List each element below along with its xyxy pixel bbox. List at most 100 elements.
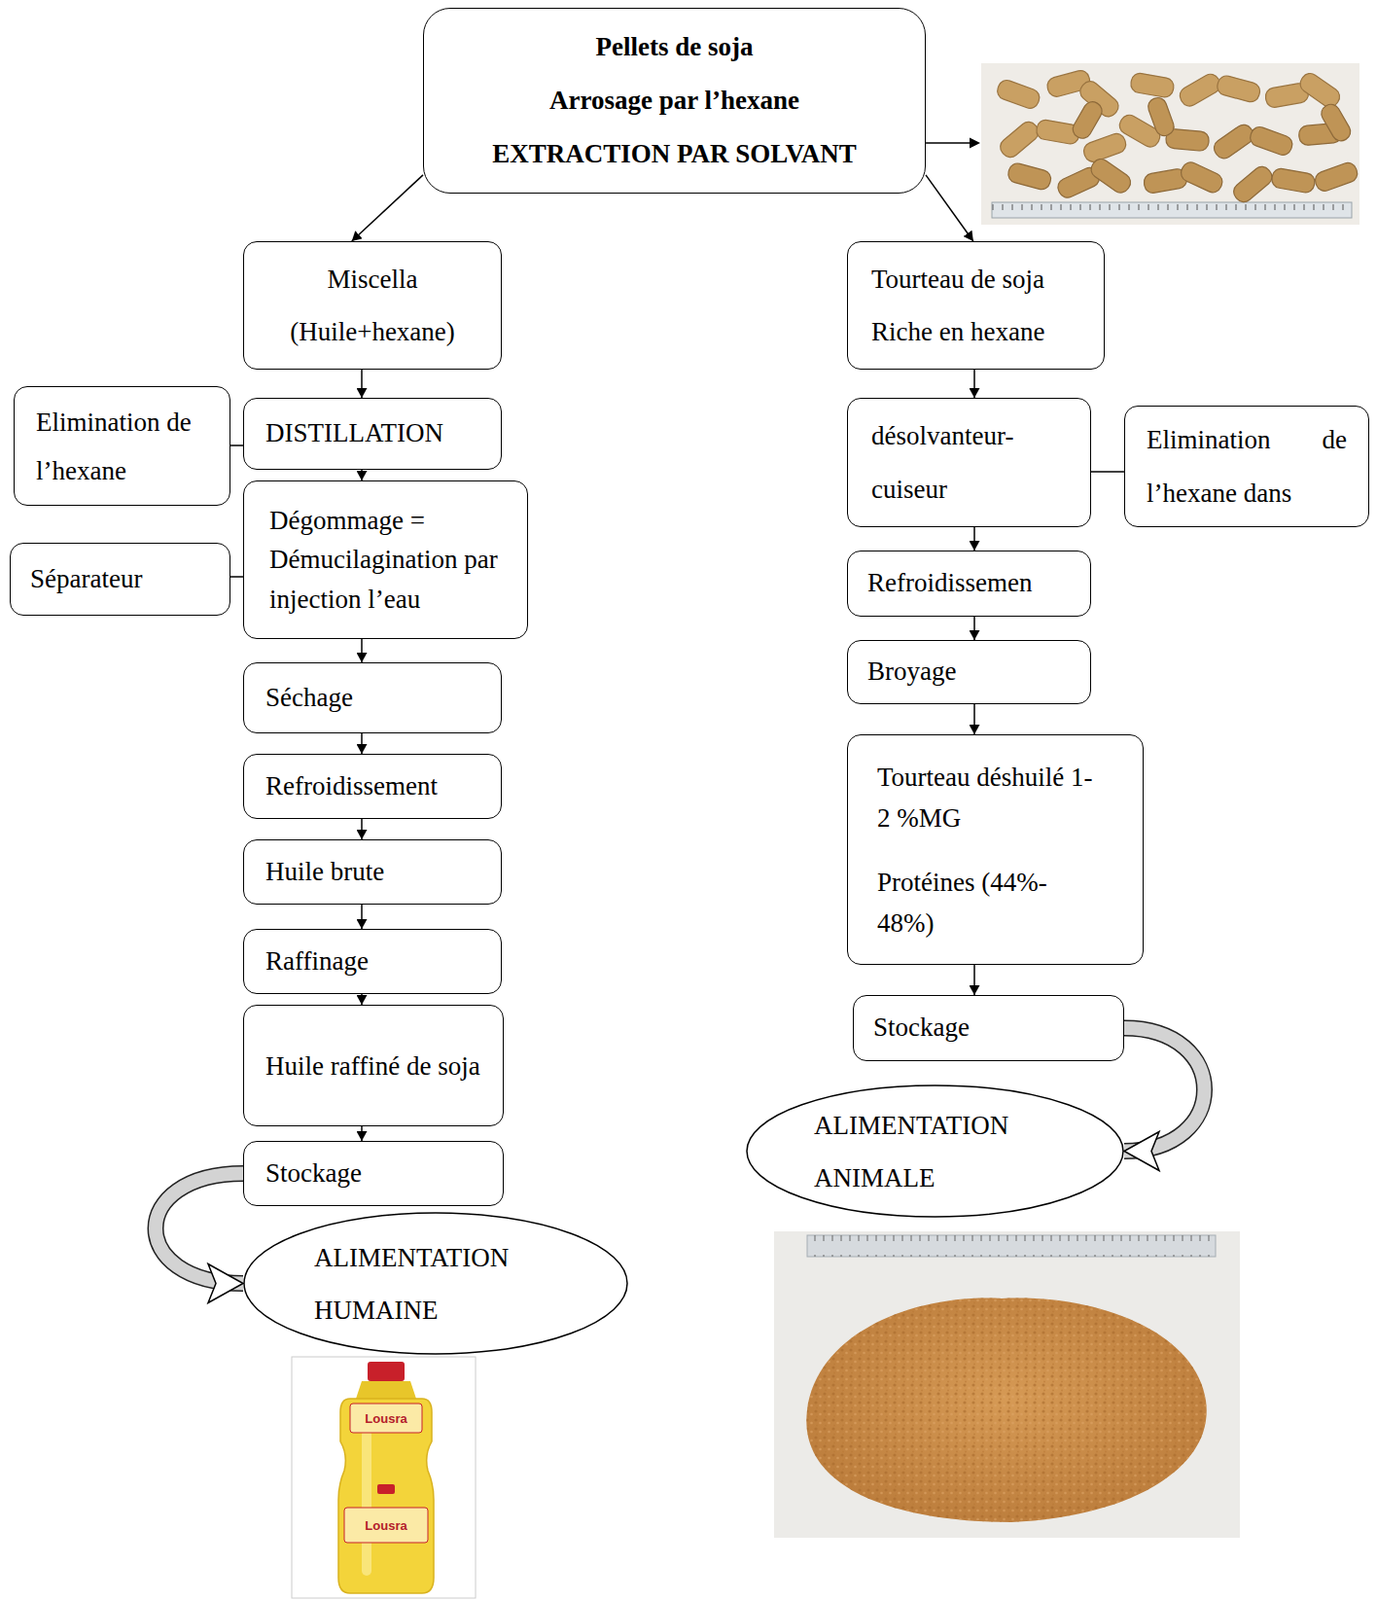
flow-arrow [973,616,976,640]
node-text: Elimination de l’hexane [35,397,209,495]
process-box: Raffinage [243,928,502,994]
node-text: Riche en hexane [871,305,1081,358]
flow-arrow [973,369,976,398]
curved-arrow [155,1173,244,1284]
pellets-photo-part-part [1069,98,1105,142]
pellets-photo-part [981,63,1360,225]
process-box: Miscella(Huile+hexane) [243,241,502,370]
note-box: Elimination de l’hexane [13,386,231,506]
output-ellipse: ALIMENTATION HUMAINE [243,1211,629,1355]
pellets-photo [981,63,1360,225]
flow-arrow [360,1126,363,1141]
pellets-photo-part-part [1210,121,1258,163]
pellets-photo-part [994,69,1343,165]
process-box: Refroidissement [243,753,502,819]
node-text: Arrosage par l’hexane [439,73,910,128]
node-text: Huile raffiné de soja [265,1038,482,1094]
pellets-photo-part-part [1006,161,1054,192]
process-box: désolvanteur- cuiseur [847,397,1092,528]
soy-meal-photo-part [807,1235,1216,1257]
process-box: Broyage [847,639,1092,705]
node-text: Tourteau déshuilé 1-2 %MG [877,756,1095,839]
pellets-photo-part-part [1297,70,1344,111]
brand-label: Lousra [364,1518,407,1533]
node-text: Raffinage [265,944,480,979]
node-text: DISTILLATION [265,416,480,451]
node-text: EXTRACTION PAR SOLVANT [439,127,910,181]
process-box: Huile brute [243,839,502,905]
soy-meal-photo [774,1231,1240,1538]
note-box: Séparateur [9,542,231,616]
pellets-photo-part-part [1129,71,1176,99]
process-box: Tourteau de sojaRiche en hexane [847,241,1105,370]
process-box: Refroidissemen [847,550,1092,617]
product-box: Tourteau déshuilé 1-2 %MG Protéines (44%-… [847,734,1144,965]
curved-arrow [155,1173,244,1284]
pellets-photo-part-part [1088,155,1135,197]
oil-bottle-photo-part [338,1398,434,1593]
soy-meal-photo-part [807,1235,1216,1257]
connector-line [230,575,244,578]
curved-arrow [1124,1027,1205,1152]
node-text: Dégommage = Démucilagination par injecti… [269,500,502,620]
pellets-photo-part-part [1318,101,1354,144]
flow-arrow [973,964,976,995]
flow-arrow [925,175,974,242]
process-box: Stockage [243,1140,504,1206]
oil-bottle-photo-part [367,1361,405,1381]
pointer-arrow-part [925,141,971,144]
flow-arrow [360,638,363,663]
oil-bottle-photo-part [350,1403,423,1433]
pellets-photo-part-part [1312,160,1360,194]
pellets-photo-part [1006,95,1360,206]
oil-bottle-photo [291,1356,476,1598]
flow-arrow [360,904,363,929]
node-text: Tourteau de soja [871,252,1081,306]
curved-arrow [1124,1027,1205,1152]
pointer-arrow [925,138,981,149]
soy-meal-photo-part [806,1298,1206,1522]
node-text: Huile brute [265,854,480,889]
ellipse-outline [746,1085,1124,1217]
note-box: Elimination de l’hexane dans [1124,405,1370,528]
pellets-photo-part-part [1247,124,1295,158]
pellets-photo-part-part [1178,159,1226,196]
curved-arrow [155,1173,244,1284]
flow-arrow [973,704,976,735]
connector-line [230,444,244,447]
node-text: ALIMENTATION HUMAINE [314,1231,580,1337]
node-text: désolvanteur- cuiseur [871,409,1067,517]
node-text: Pellets de soja [439,20,910,74]
pellets-photo-part-part [1230,163,1276,207]
pellets-photo-part [991,202,1352,218]
node-text: Stockage [873,1010,1104,1045]
curved-arrow [1124,1027,1205,1152]
brand-label: Lousra [364,1411,407,1426]
flow-arrow [360,993,363,1005]
pointer-arrow-part [969,138,981,149]
pellets-photo-part-part [996,118,1043,162]
product-box: Huile raffiné de soja [243,1004,504,1127]
ellipse-outline [745,1084,1125,1218]
node-text: Protéines (44%- 48%) [877,861,1095,944]
pellets-photo-part-part [1271,167,1317,194]
soy-meal-photo-part [774,1231,1240,1538]
oil-bottle-photo-part [291,1356,476,1598]
node-text: Stockage [265,1156,482,1191]
node-text: Refroidissemen [867,565,1071,601]
pellets-photo-part-part [1145,95,1177,139]
ellipse-outline [244,1212,628,1354]
node-text: Miscella [261,252,484,306]
flow-arrow [360,469,363,481]
ellipse-outline [243,1211,629,1355]
oil-bottle-photo-part [344,1507,428,1543]
flow-arrow [360,369,363,398]
process-box: Stockage [852,994,1125,1061]
pellets-photo-part [991,202,1352,216]
process-box: Dégommage = Démucilagination par injecti… [243,480,529,639]
pellets-photo-part-part [1215,73,1263,105]
oil-bottle-photo-part [361,1429,372,1576]
